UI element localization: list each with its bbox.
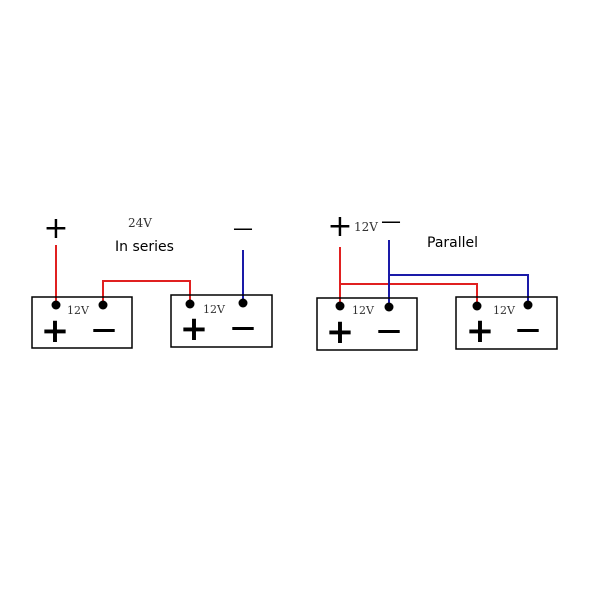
negative-terminal <box>384 302 394 312</box>
series-battery-2: 12V + — <box>170 294 273 349</box>
minus-sign: — <box>516 315 540 343</box>
parallel-negative-bus-wire <box>389 274 529 305</box>
minus-sign: — <box>231 313 255 341</box>
series-battery-1: 12V + — <box>31 296 133 351</box>
positive-terminal <box>472 301 482 311</box>
parallel-title: Parallel <box>427 235 478 251</box>
series-plus-label: + <box>43 211 68 246</box>
series-minus-label: — <box>233 216 253 240</box>
series-diagram: 12V + — 12V + — + — 24V In series <box>31 211 273 351</box>
plus-sign: + <box>326 312 355 352</box>
battery-case <box>170 294 273 348</box>
plus-sign: + <box>466 311 495 351</box>
parallel-voltage-label: 12V <box>354 220 378 234</box>
battery-case <box>455 296 558 350</box>
positive-terminal <box>185 299 195 309</box>
positive-terminal <box>335 301 345 311</box>
plus-sign: + <box>41 311 70 351</box>
positive-terminal <box>51 300 61 310</box>
negative-terminal <box>98 300 108 310</box>
parallel-minus-label: — <box>381 209 401 233</box>
negative-terminal <box>238 298 248 308</box>
series-link-wire <box>102 280 191 305</box>
parallel-plus-label: + <box>327 209 352 244</box>
minus-sign: — <box>377 316 401 344</box>
battery-case <box>31 296 133 349</box>
minus-sign: — <box>92 315 116 343</box>
negative-terminal <box>523 300 533 310</box>
battery-voltage-label: 12V <box>203 303 226 316</box>
parallel-positive-bus-wire <box>340 283 478 306</box>
series-title: In series <box>115 239 174 255</box>
parallel-battery-1: 12V + — <box>316 297 418 352</box>
battery-voltage-label: 12V <box>67 304 90 317</box>
battery-case <box>316 297 418 351</box>
parallel-diagram: 12V + — 12V + — + 12V — Parallel <box>316 209 558 352</box>
battery-voltage-label: 12V <box>493 304 516 317</box>
series-voltage-label: 24V <box>128 216 152 230</box>
plus-sign: + <box>180 309 209 349</box>
battery-voltage-label: 12V <box>352 304 375 317</box>
parallel-battery-2: 12V + — <box>455 296 558 351</box>
